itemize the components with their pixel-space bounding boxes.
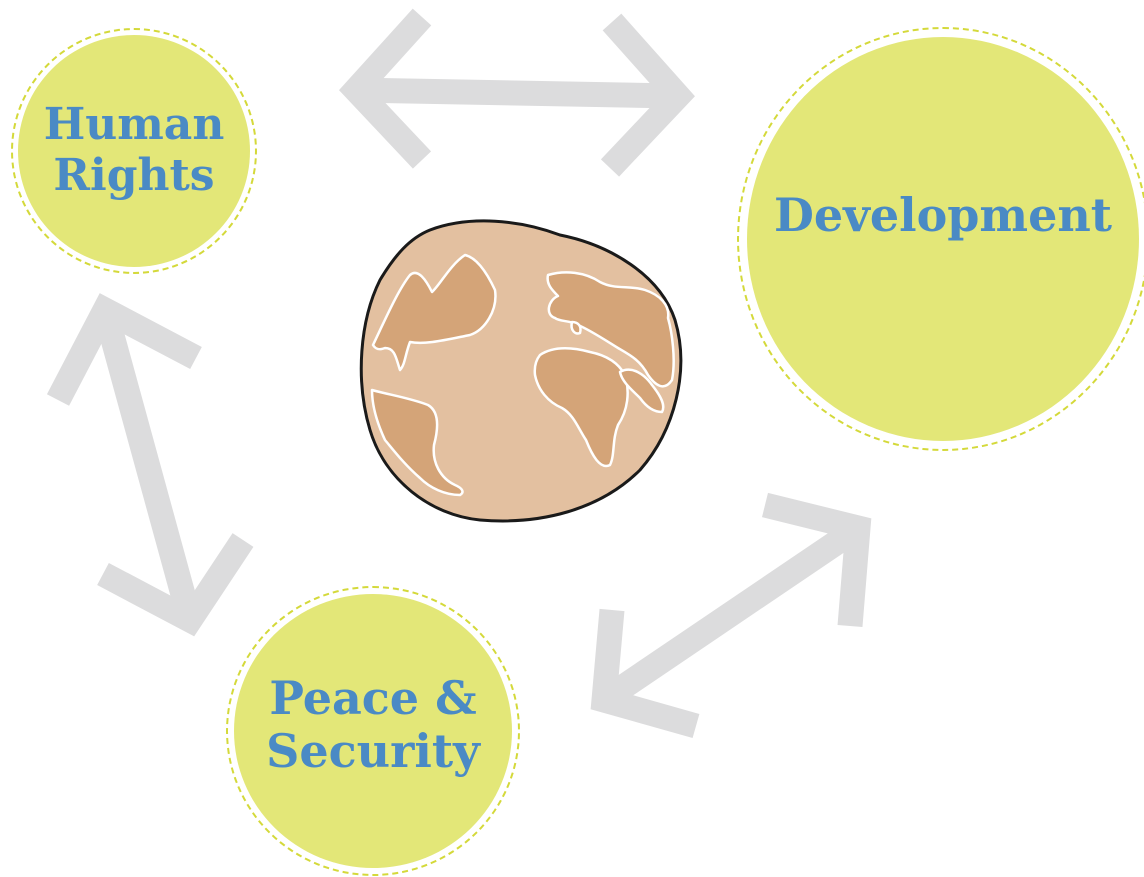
development-node: Development (737, 27, 1144, 451)
peace-security-node: Peace & Security (226, 586, 520, 876)
development-peace-arrow (590, 492, 872, 739)
development-dashed-ring (737, 27, 1144, 451)
human-rights-node: Human Rights (11, 28, 257, 274)
globe-icon (359, 219, 683, 523)
human-rights-peace-arrow (46, 293, 254, 637)
peace-security-label: Peace & Security (266, 671, 480, 778)
human-rights-dashed-ring (11, 28, 257, 274)
human-rights-label: Human Rights (43, 99, 225, 201)
development-label: Development (773, 187, 1113, 242)
peace-security-dashed-ring (226, 586, 520, 876)
human-rights-development-arrow (338, 8, 695, 177)
